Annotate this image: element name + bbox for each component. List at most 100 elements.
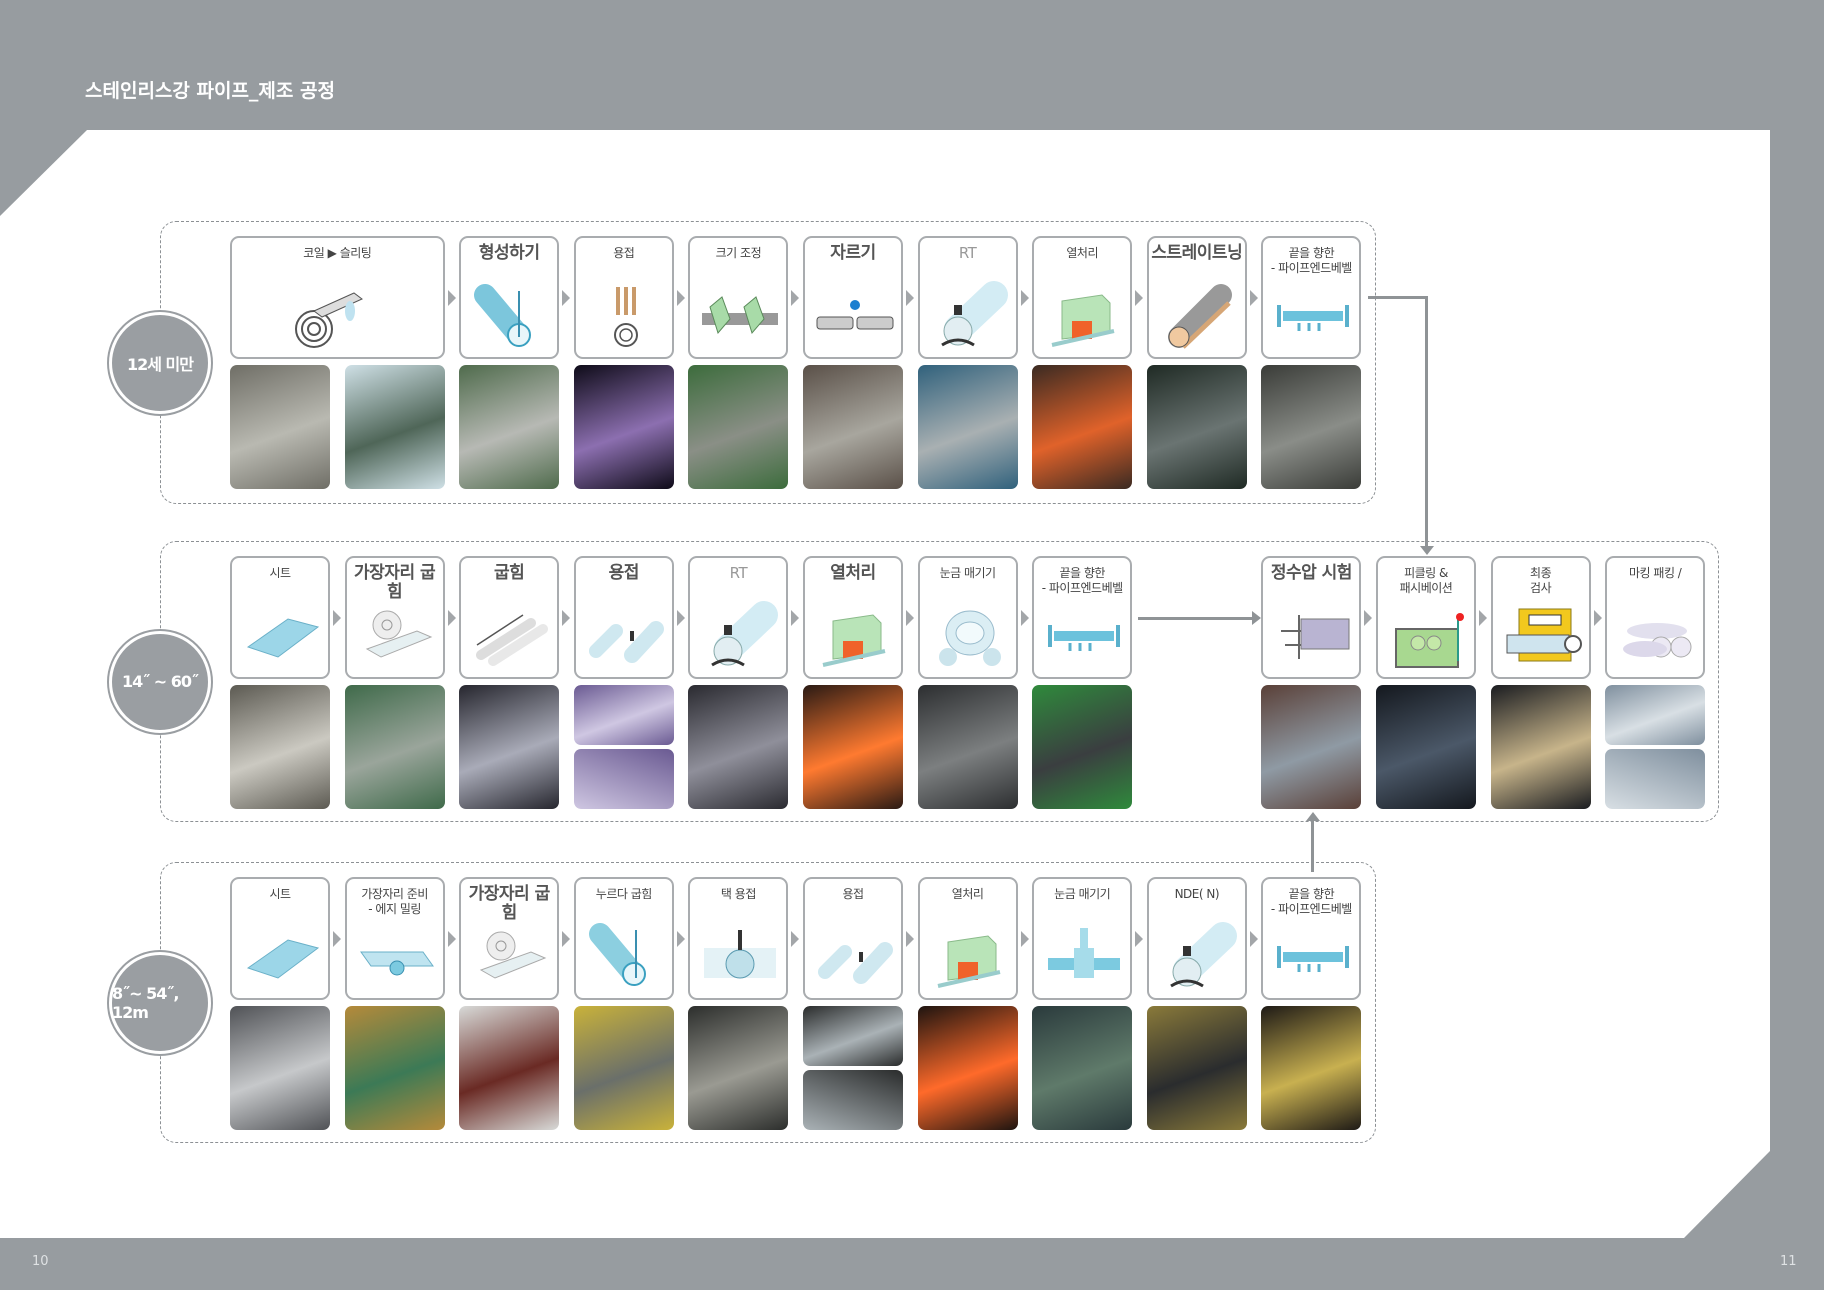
process-step-card: 끝을 향한 - 파이프엔드베벨 — [1032, 556, 1133, 679]
process-photo-part — [803, 1070, 903, 1130]
process-step-label: 열처리 — [951, 887, 984, 901]
process-step-label: 가장자리 굽힘 — [468, 884, 551, 923]
process-step-card: 용접 — [803, 877, 903, 1000]
process-step-card: 시트 — [230, 877, 330, 1000]
process-photo — [459, 365, 560, 489]
flow-arrow-icon — [791, 290, 800, 306]
edge-milling-icon — [359, 951, 434, 976]
process-photo — [1032, 365, 1133, 489]
process-step-card: 마킹 패킹 / — [1605, 556, 1706, 679]
process-step-label: 용접 — [842, 887, 864, 901]
edge-bending-icon — [479, 931, 547, 979]
process-photo — [1146, 365, 1247, 489]
process-step-label: 형성하기 — [478, 243, 540, 263]
size-range-badge: 12세 미만 — [109, 311, 211, 414]
sheet-icon — [246, 939, 320, 979]
size-range-badge: 14˝ ~ 60˝ — [109, 630, 211, 733]
process-step-card: 크기 조정 — [688, 236, 789, 359]
page-title: 스테인리스강 파이프_제조 공정 — [85, 80, 335, 102]
process-step-label: 마킹 패킹 / — [1629, 566, 1682, 580]
process-photo — [344, 1006, 445, 1130]
process-photo — [573, 1006, 674, 1130]
process-photo — [803, 1006, 903, 1130]
coil-icon — [295, 292, 363, 348]
process-step-label: 끝을 향한 - 파이프엔드베벨 — [1270, 887, 1352, 916]
process-step-card: 열처리 — [917, 877, 1018, 1000]
inspection-icon — [1506, 608, 1582, 662]
end-bevel-icon — [1048, 625, 1121, 651]
process-photo — [1261, 685, 1362, 809]
process-step-label: 자르기 — [830, 243, 876, 263]
heat-treatment-icon — [822, 614, 886, 667]
welding-icon — [613, 287, 638, 347]
size-range-badge: 8˝~ 54˝, 12m — [109, 951, 211, 1054]
flow-arrow-icon — [1135, 290, 1144, 306]
process-step-card: 눈금 매기기 — [917, 556, 1018, 679]
flow-arrow-icon — [562, 610, 571, 626]
process-step-card: 코일 ▶ 슬리팅 — [230, 236, 445, 359]
flow-arrow-icon — [1479, 610, 1487, 626]
process-photo-part — [573, 685, 674, 745]
process-step-card: 열처리 — [803, 556, 903, 679]
process-photo-part — [1605, 749, 1706, 809]
process-photo — [1032, 1006, 1133, 1130]
process-photo — [573, 365, 674, 489]
process-photo — [459, 685, 560, 809]
process-step-card: 굽힘 — [459, 556, 560, 679]
end-bevel-icon — [1277, 305, 1350, 331]
connector-arrow-up-icon — [1306, 812, 1320, 821]
expanding-icon — [1048, 928, 1121, 978]
process-step-label: 누르다 굽힘 — [595, 887, 653, 901]
process-step-card: 누르다 굽힘 — [573, 877, 674, 1000]
connector-line — [1425, 296, 1428, 548]
flow-arrow-icon — [676, 610, 685, 626]
process-step-label: 용접 — [613, 246, 635, 260]
process-step-label: 스트레이트닝 — [1151, 243, 1243, 263]
process-step-card: NDE( N) — [1146, 877, 1247, 1000]
process-step-label: 열처리 — [830, 563, 876, 583]
process-step-label: 정수압 시험 — [1270, 563, 1353, 583]
flow-arrow-icon — [562, 931, 571, 947]
process-step-card: 시트 — [230, 556, 330, 679]
straightening-icon — [1167, 284, 1232, 349]
end-bevel-icon — [1277, 946, 1350, 972]
process-step-label: 끝을 향한 - 파이프엔드베벨 — [1270, 246, 1352, 275]
sheet-icon — [246, 618, 320, 658]
process-step-label: 최종 검사 — [1530, 566, 1552, 595]
heat-treatment-icon — [937, 935, 1001, 988]
edge-bending-icon — [365, 610, 432, 658]
process-step-card: RT — [917, 236, 1018, 359]
sizing-icon — [702, 296, 779, 335]
flow-arrow-icon — [676, 931, 685, 947]
process-step-label: 택 용접 — [720, 887, 756, 901]
flow-arrow-icon — [791, 610, 800, 626]
connector-line — [1311, 820, 1314, 872]
process-step-label: 피클링 & 패시베이션 — [1399, 566, 1453, 595]
process-step-card: 스트레이트닝 — [1146, 236, 1247, 359]
packing-icon — [1623, 623, 1692, 658]
flow-arrow-icon — [1593, 610, 1602, 626]
flow-arrow-icon — [1135, 931, 1144, 947]
process-photo — [1032, 685, 1133, 809]
radiography-icon — [711, 601, 779, 667]
flow-arrow-icon — [1249, 290, 1258, 306]
hydrostatic-test-icon — [1281, 615, 1350, 659]
process-step-label: 굽힘 — [494, 563, 525, 583]
process-photo — [344, 685, 445, 809]
process-step-card: 피클링 & 패시베이션 — [1376, 556, 1476, 679]
process-photo — [230, 365, 330, 489]
process-step-card: 자르기 — [803, 236, 903, 359]
process-photo — [230, 1006, 330, 1130]
process-step-card: 끝을 향한 - 파이프엔드베벨 — [1261, 877, 1362, 1000]
flow-arrow-icon — [791, 931, 800, 947]
header-band — [0, 0, 1824, 130]
process-step-label: 용접 — [608, 563, 640, 583]
process-photo — [917, 685, 1018, 809]
process-step-card: 열처리 — [1032, 236, 1133, 359]
process-photo-part — [1605, 685, 1706, 745]
process-photo — [1605, 685, 1706, 809]
process-step-card: 가장자리 굽힘 — [344, 556, 445, 679]
process-photo — [1146, 1006, 1247, 1130]
flow-arrow-icon — [676, 290, 685, 306]
process-photo — [230, 685, 330, 809]
